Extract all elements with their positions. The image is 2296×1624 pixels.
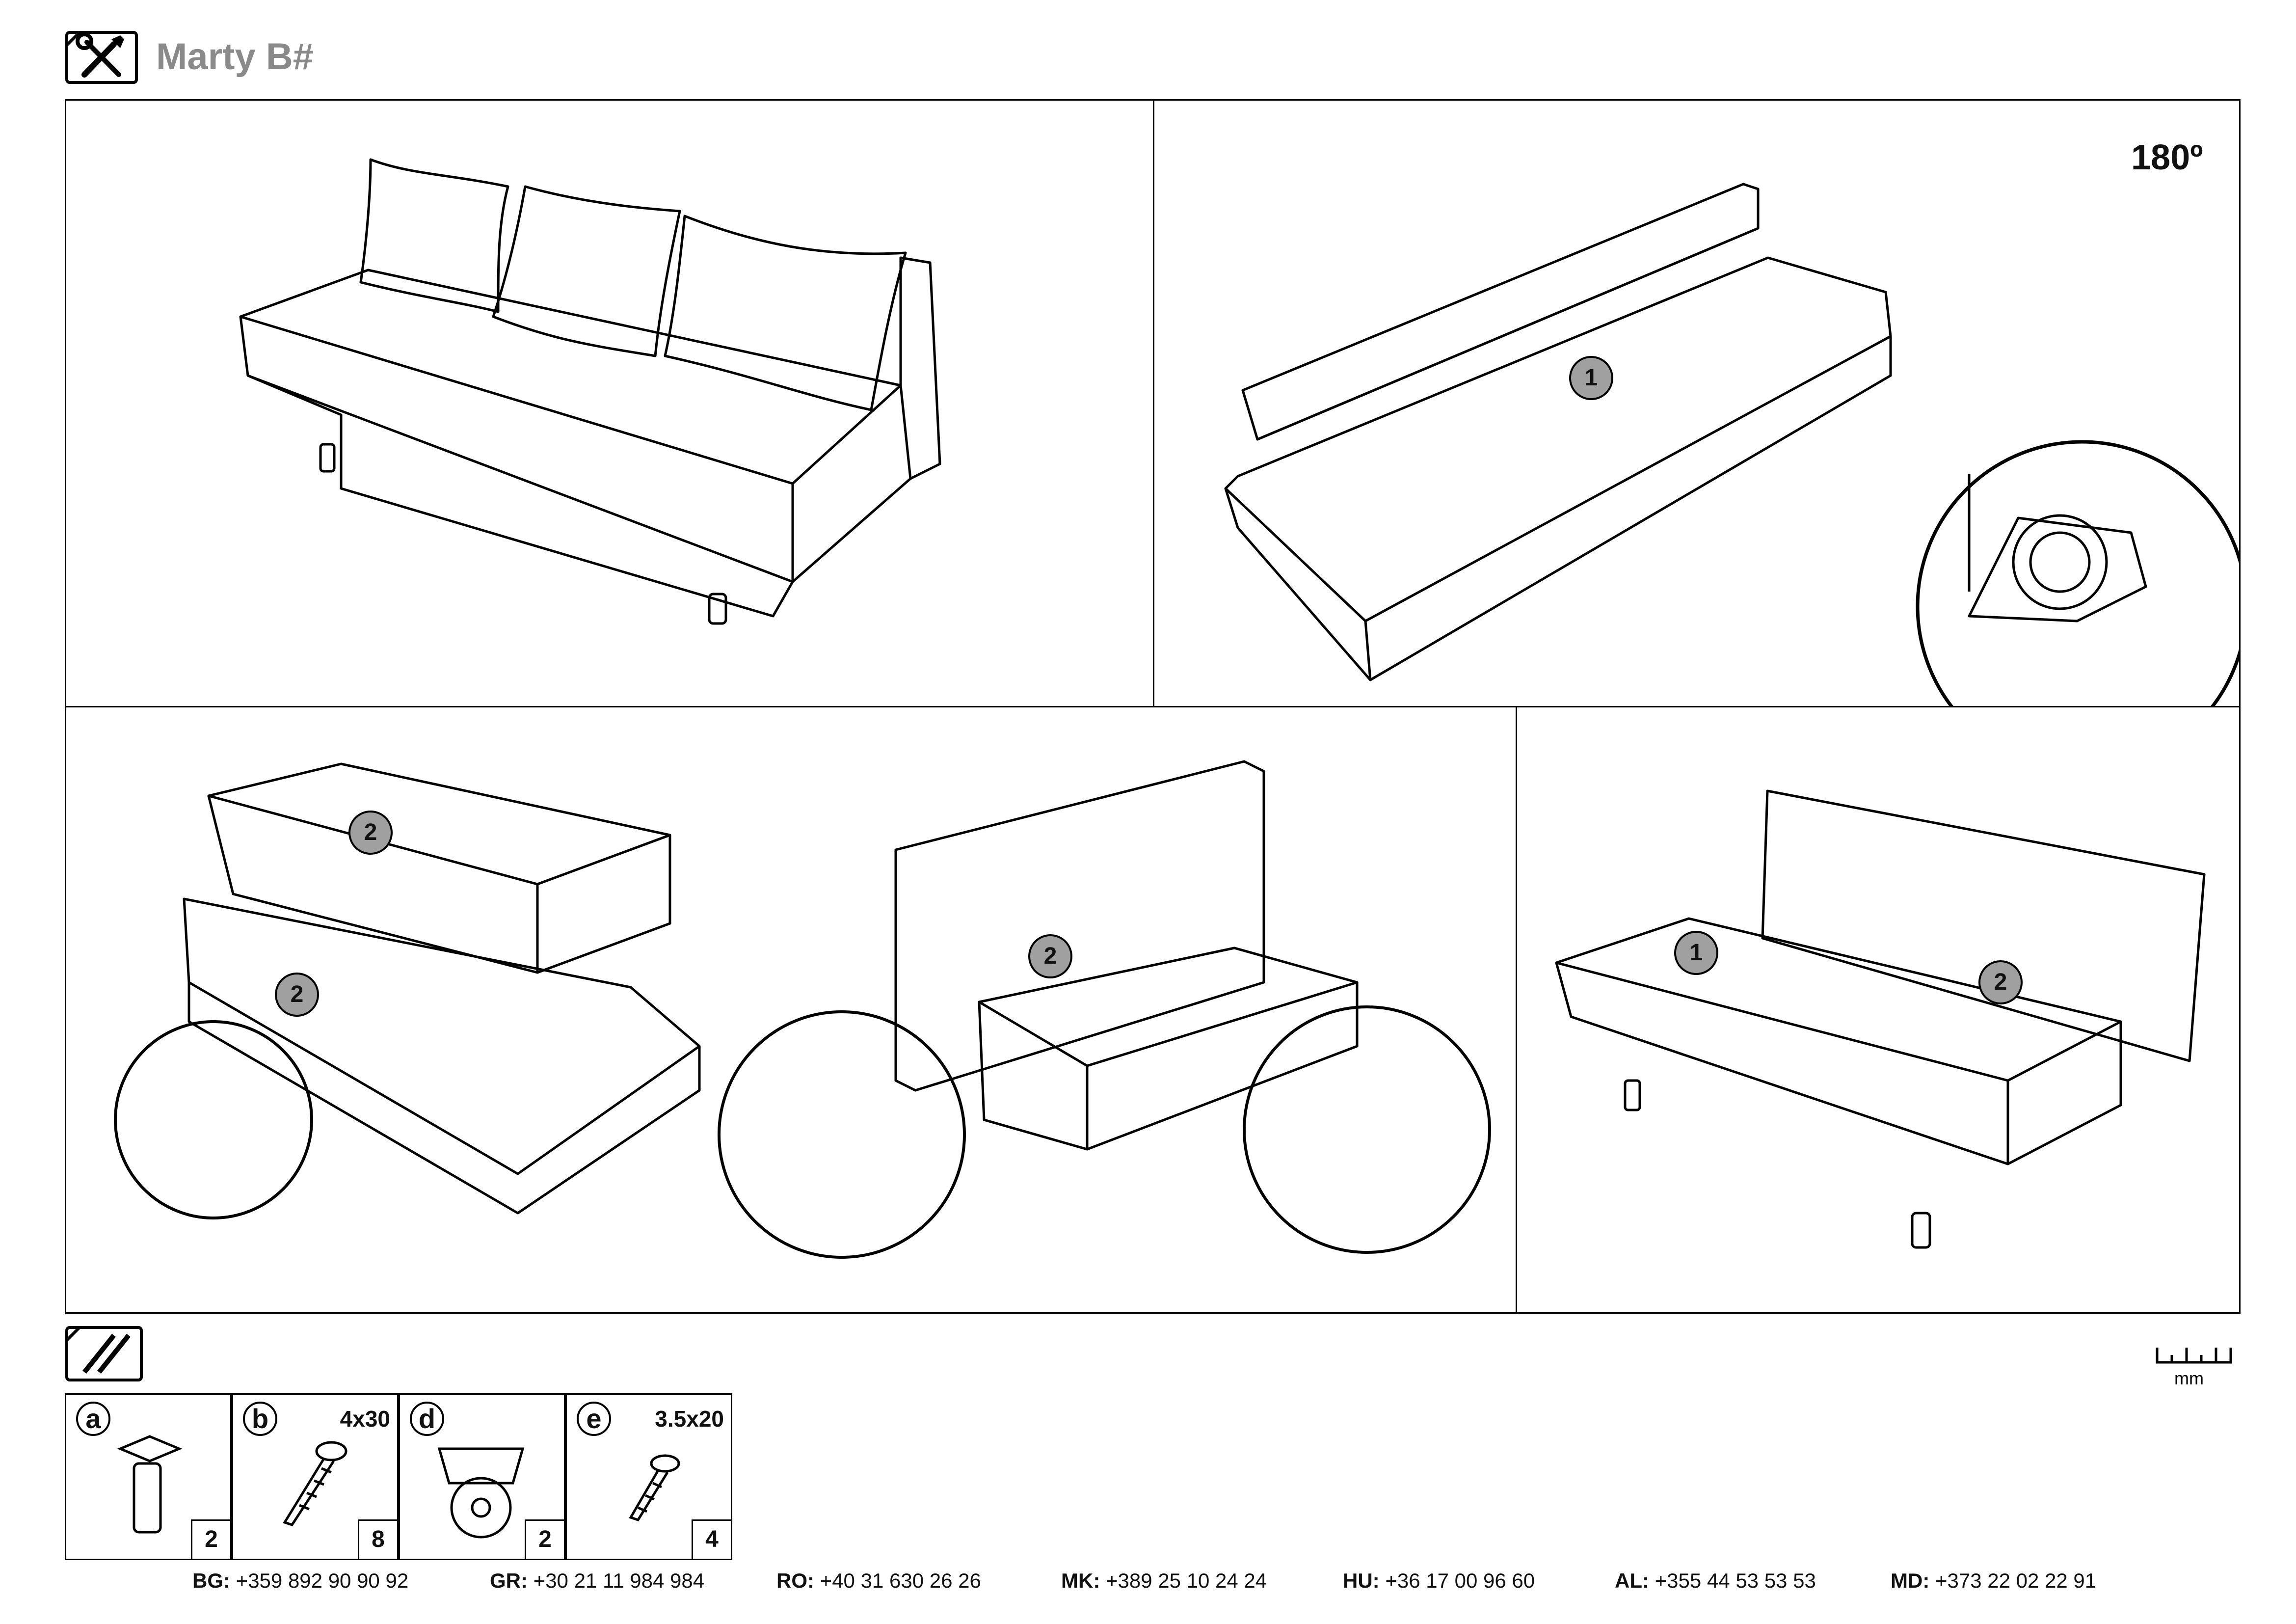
part-letter: e (577, 1402, 611, 1436)
step-3-panel: 2 2 2 (65, 706, 1518, 1314)
part-size: 3.5x20 (655, 1406, 724, 1432)
module-number-badge: 2 (1978, 960, 2023, 1004)
storage-box-drawing (114, 760, 1491, 1259)
rotate-180-label: 180º (2131, 138, 2203, 177)
module-legs-drawing (1224, 183, 2239, 706)
furniture-leg-icon (117, 1435, 183, 1534)
module-number-badge: 1 (1674, 931, 1718, 975)
module-number-badge: 2 (275, 973, 319, 1017)
contact-ro: RO: +40 31 630 26 26 (776, 1569, 981, 1592)
part-cell-e: e 3.5x20 4 (565, 1393, 732, 1560)
ruler-icon: mm (2156, 1348, 2232, 1388)
part-letter: d (410, 1402, 444, 1436)
part-letter: a (76, 1402, 110, 1436)
contact-gr: GR: +30 21 11 984 984 (490, 1569, 705, 1592)
part-qty: 4 (692, 1519, 731, 1559)
screw-icon (283, 1441, 347, 1526)
part-qty: 2 (525, 1519, 564, 1559)
part-cell-a: a 2 (65, 1393, 232, 1560)
step-1-panel (65, 99, 1154, 708)
contacts-footer: BG: +359 892 90 90 92 GR: +30 21 11 984 … (0, 1561, 2296, 1600)
step-2-panel: 180º 1 (1153, 99, 2241, 708)
contact-hu: HU: +36 17 00 96 60 (1343, 1569, 1535, 1592)
contact-mk: MK: +389 25 10 24 24 (1061, 1569, 1267, 1592)
part-letter: b (243, 1402, 277, 1436)
part-qty: 8 (358, 1519, 397, 1559)
module-number-badge: 1 (1569, 356, 1613, 400)
module-number-badge: 2 (348, 811, 393, 855)
small-screw-icon (629, 1454, 680, 1521)
assembled-sofa-drawing (239, 158, 941, 625)
screwdriver-wrench-icon (65, 31, 138, 84)
final-assembly-drawing (1555, 789, 2206, 1249)
part-cell-d: d 2 (399, 1393, 565, 1560)
part-qty: 2 (191, 1519, 230, 1559)
contact-al: AL: +355 44 53 53 53 (1615, 1569, 1816, 1592)
module-number-badge: 2 (1028, 934, 1072, 978)
part-size: 4x30 (340, 1406, 390, 1432)
caster-wheel-icon (437, 1447, 525, 1539)
fittings-icon (65, 1326, 143, 1381)
step-4-panel: 1 2 (1516, 706, 2241, 1314)
ruler-unit-label: mm (2174, 1368, 2204, 1388)
contact-md: MD: +373 22 02 22 91 (1891, 1569, 2097, 1592)
part-cell-b: b 4x30 8 (232, 1393, 399, 1560)
page-title: Marty B# (156, 36, 314, 78)
contact-bg: BG: +359 892 90 90 92 (192, 1569, 409, 1592)
